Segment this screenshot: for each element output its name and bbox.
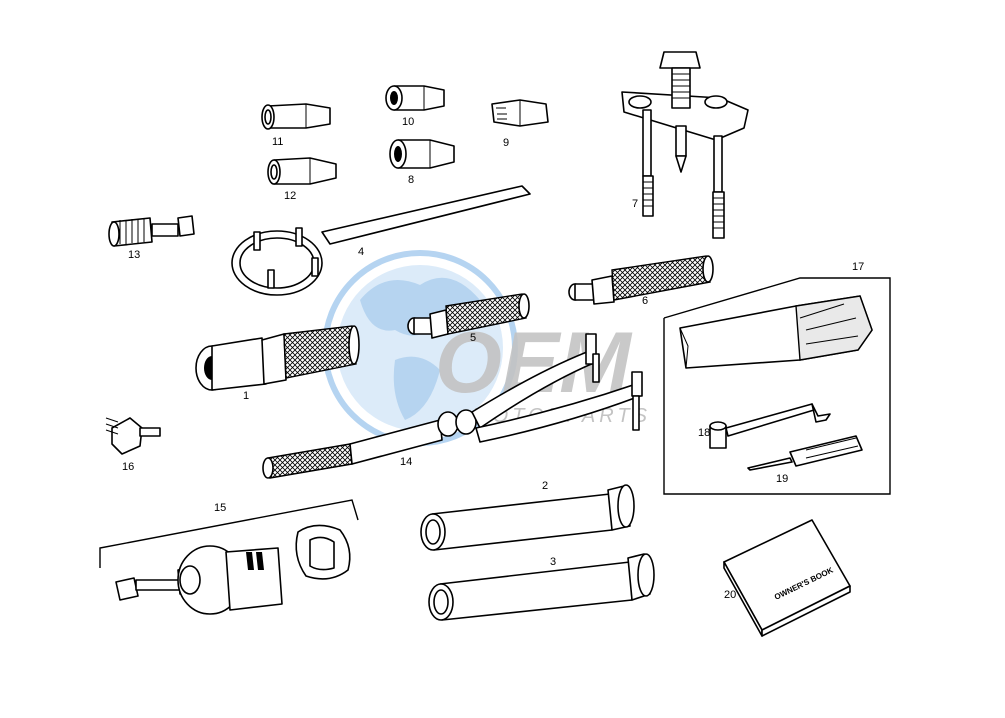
part-18-box-wrench[interactable]	[709, 403, 831, 449]
part-20-owners-book[interactable]: OWNER'S BOOK	[723, 519, 851, 637]
part-16-clip-tool[interactable]	[105, 417, 161, 455]
part-label-17: 17	[852, 261, 864, 273]
part-15-bearing-puller[interactable]	[115, 524, 351, 615]
part-label-13: 13	[128, 249, 140, 261]
part-9-slotted-adapter[interactable]	[491, 99, 549, 127]
part-label-19: 19	[776, 473, 788, 485]
part-label-8: 8	[408, 174, 414, 186]
part-label-1: 1	[243, 390, 249, 402]
part-19-screwdriver[interactable]	[747, 435, 863, 471]
part-2-tube-drift[interactable]	[420, 484, 635, 551]
part-label-9: 9	[503, 137, 509, 149]
part-11-cone-sleeve[interactable]	[261, 103, 331, 130]
part-label-14: 14	[400, 456, 412, 468]
part-8-sleeve[interactable]	[389, 139, 455, 169]
part-4-pin-spanner[interactable]	[231, 185, 531, 296]
part-12-cone-sleeve[interactable]	[267, 157, 337, 185]
part-label-5: 5	[470, 332, 476, 344]
part-label-7: 7	[632, 198, 638, 210]
part-label-3: 3	[550, 556, 556, 568]
part-label-15: 15	[214, 502, 226, 514]
part-label-4: 4	[358, 246, 364, 258]
part-13-threaded-adapter[interactable]	[108, 215, 195, 247]
part-1-bearing-drift[interactable]	[195, 325, 360, 391]
watermark-continent	[393, 356, 440, 420]
part-6-knurled-drift[interactable]	[568, 255, 714, 305]
part-label-12: 12	[284, 190, 296, 202]
part-10-sleeve[interactable]	[385, 85, 445, 111]
part-label-18: 18	[698, 427, 710, 439]
part-3-tube-drift[interactable]	[428, 553, 655, 621]
part-label-10: 10	[402, 116, 414, 128]
part-label-20: 20	[724, 589, 736, 601]
part-label-16: 16	[122, 461, 134, 473]
part-label-11: 11	[272, 136, 283, 148]
part-14-fork-pin-wrench[interactable]	[262, 333, 643, 479]
part-17-tool-kit-group	[663, 277, 891, 495]
part-15-bracket	[99, 499, 359, 568]
part-5-knurled-drift[interactable]	[407, 293, 530, 339]
part-7-puller[interactable]	[621, 51, 749, 239]
part-17-tool-pouch[interactable]	[679, 295, 873, 369]
part-label-2: 2	[542, 480, 548, 492]
part-label-6: 6	[642, 295, 648, 307]
